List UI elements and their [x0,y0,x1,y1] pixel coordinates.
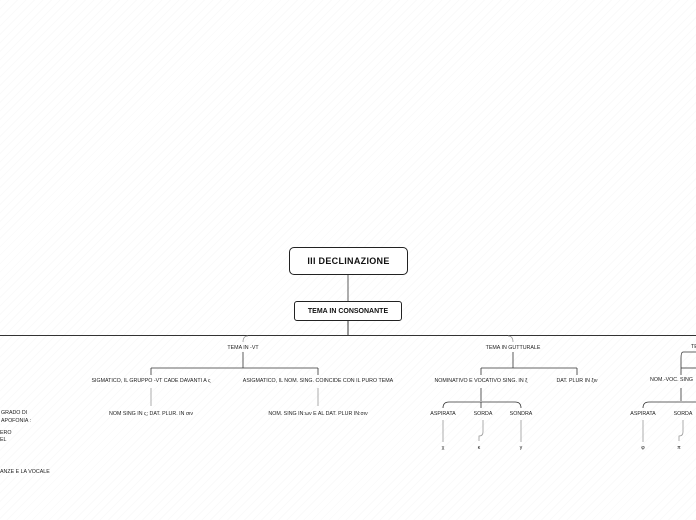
branch-tema-third[interactable]: TE [691,344,696,350]
left-fragment-4: EL [0,437,7,443]
node-third-nom-voc[interactable]: NOM.-VOC. SING [650,377,693,383]
child-node-tema-consonante[interactable]: TEMA IN CONSONANTE [294,301,402,321]
letter-gamma[interactable]: γ [519,445,523,451]
branch-tema-gutturale[interactable]: TEMA IN GUTTURALE [485,345,541,351]
left-fragment-5: ANZE E LA VOCALE [0,469,50,475]
link-third-pi [678,420,684,441]
node-nom-voc-sing[interactable]: NOMINATIVO E VOCATIVO SING. IN ξ [434,378,528,384]
node-sondra[interactable]: SONDRA [509,411,533,417]
node-sorda[interactable]: SORDA [473,411,493,417]
left-fragment-3: ERO [0,430,12,436]
node-asigmatico[interactable]: ASIGMATICO, IL NOM. SING. COINCIDE CON I… [242,378,394,384]
branch-tema-vt[interactable]: TEMA IN -VT [227,345,259,351]
node-aspirata[interactable]: ASPIRATA [430,411,456,417]
node-third-aspirata[interactable]: ASPIRATA [630,411,656,417]
node-asigmatico-detail[interactable]: NOM. SING IN:ων E AL DAT. PLUR IN:σιν [268,411,368,417]
link-main-branch-vt [242,335,249,343]
link-third-stem [680,351,696,368]
letter-pi[interactable]: π [677,445,681,451]
letter-chi[interactable]: χ [441,445,445,451]
node-dat-plur[interactable]: DAT. PLUR IN ξιν [556,378,598,384]
link-main-branch-gutt [507,335,514,343]
node-sigmatico[interactable]: SIGMATICO, IL GRUPPO -VT CADE DAVANTI A … [91,378,211,384]
node-sigmatico-detail[interactable]: NOM SING IN ς; DAT. PLUR. IN σιν [108,411,194,417]
letter-kappa[interactable]: κ [477,445,481,451]
root-node[interactable]: III DECLINAZIONE [289,247,408,275]
left-fragment-2: APOFONIA : [1,418,32,424]
link-gutt-kappa [478,420,484,441]
left-fragment-1: GRADO DI [1,410,28,416]
letter-phi[interactable]: φ [641,445,645,451]
link-third-sub-bar [642,401,696,409]
link-gutt-sub-bar [442,401,522,409]
node-third-sorda[interactable]: SORDA [673,411,693,417]
